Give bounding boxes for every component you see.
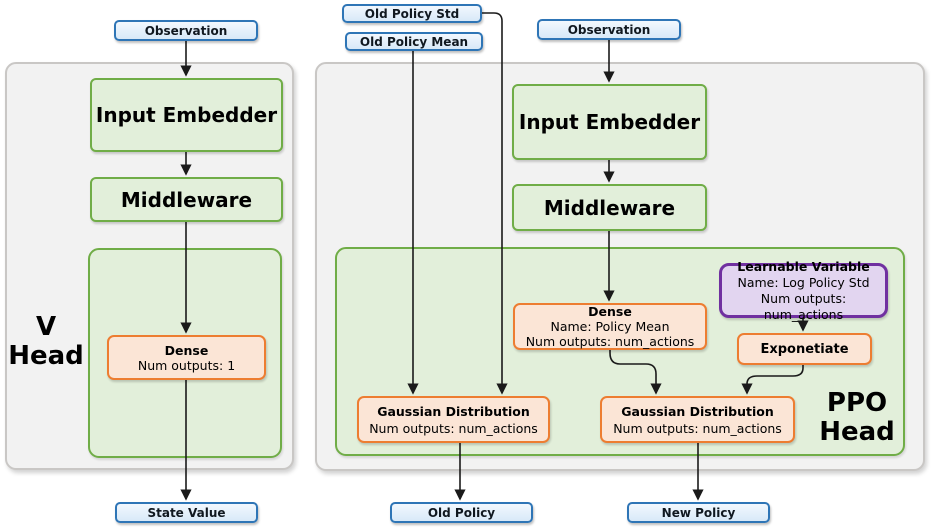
v-dense-title: Dense <box>164 342 209 358</box>
v-head-label-line1: V <box>35 312 57 342</box>
gaussian-new-outputs: Num outputs: num_actions <box>613 420 782 436</box>
ppo-dense-title: Dense <box>588 304 632 319</box>
old-policy-std-port: Old Policy Std <box>342 4 482 23</box>
state-value-label: State Value <box>147 505 226 520</box>
learnable-variable-title: Learnable Variable <box>737 258 870 274</box>
ppo-dense-name: Name: Policy Mean <box>550 319 670 334</box>
gaussian-distribution-new-node: Gaussian Distribution Num outputs: num_a… <box>600 396 795 443</box>
v-head-panel-label: V Head <box>6 313 86 371</box>
learnable-variable-node: Learnable Variable Name: Log Policy Std … <box>719 259 888 322</box>
v-dense-outputs: Num outputs: 1 <box>137 357 236 373</box>
v-middleware-node: Middleware <box>90 177 283 222</box>
gaussian-old-title: Gaussian Distribution <box>377 403 530 419</box>
ppo-dense-outputs: Num outputs: num_actions <box>525 334 695 349</box>
exponetiate-label: Exponetiate <box>760 341 849 357</box>
arrow-exponetiate-to-gaussian-new <box>741 365 804 395</box>
old-policy-std-label: Old Policy Std <box>364 6 460 21</box>
ppo-head-panel-label: PPO Head <box>812 389 902 447</box>
ppo-input-embedder-label: Input Embedder <box>518 110 701 134</box>
v-middleware-label: Middleware <box>120 187 253 212</box>
ppo-middleware-node: Middleware <box>512 184 707 231</box>
new-policy-label: New Policy <box>661 505 736 520</box>
arrow-dense-to-gaussian-new <box>609 350 662 395</box>
v-input-embedder-label: Input Embedder <box>95 103 278 127</box>
v-dense-node: Dense Num outputs: 1 <box>107 335 266 380</box>
gaussian-new-title: Gaussian Distribution <box>621 403 774 419</box>
ppo-dense-node: Dense Name: Policy Mean Num outputs: num… <box>513 303 707 350</box>
new-policy-port: New Policy <box>627 502 770 523</box>
ppo-head-label-line2: Head <box>819 417 895 447</box>
ppo-observation-label: Observation <box>567 22 651 37</box>
state-value-port: State Value <box>115 502 258 523</box>
ppo-input-embedder-node: Input Embedder <box>512 84 707 160</box>
exponetiate-node: Exponetiate <box>737 333 872 365</box>
ppo-observation-port: Observation <box>537 19 681 40</box>
old-policy-mean-port: Old Policy Mean <box>345 32 483 51</box>
v-observation-label: Observation <box>144 23 228 38</box>
ppo-middleware-label: Middleware <box>543 195 676 220</box>
learnable-variable-outputs: Num outputs: num_actions <box>760 290 847 322</box>
learnable-variable-name: Name: Log Policy Std <box>737 274 870 290</box>
old-policy-mean-label: Old Policy Mean <box>359 34 469 49</box>
gaussian-old-outputs: Num outputs: num_actions <box>369 420 538 436</box>
gaussian-distribution-old-node: Gaussian Distribution Num outputs: num_a… <box>357 396 550 443</box>
old-policy-port: Old Policy <box>390 502 533 523</box>
v-observation-port: Observation <box>114 20 258 41</box>
v-input-embedder-node: Input Embedder <box>90 78 283 152</box>
ppo-head-label-line1: PPO <box>826 388 888 418</box>
arrow-old-policy-std-to-gaussian-old <box>482 12 508 395</box>
v-head-label-line2: Head <box>8 341 84 371</box>
old-policy-label: Old Policy <box>427 505 496 520</box>
